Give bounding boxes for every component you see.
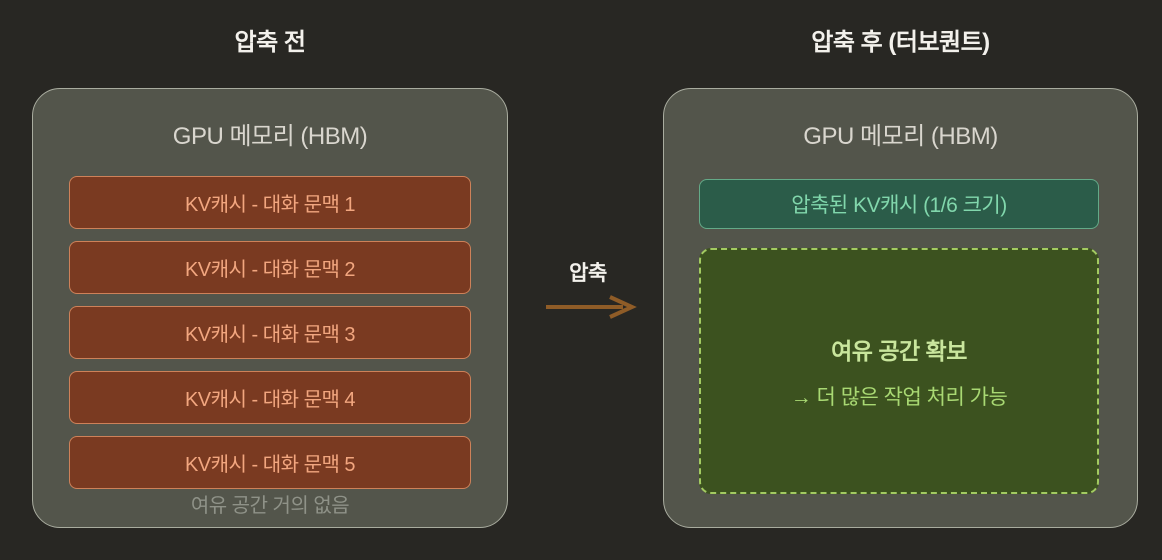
free-space-box: 여유 공간 확보 → 더 많은 작업 처리 가능 — [699, 248, 1099, 494]
kv-cache-block-4: KV캐시 - 대화 문맥 4 — [69, 371, 471, 424]
compressed-kv-cache-block: 압축된 KV캐시 (1/6 크기) — [699, 179, 1099, 229]
free-space-subtitle: → 더 많은 작업 처리 가능 — [790, 385, 1008, 409]
kv-cache-block-1: KV캐시 - 대화 문맥 1 — [69, 176, 471, 229]
gpu-memory-heading-after: GPU 메모리 (HBM) — [803, 123, 998, 150]
after-compression-title: 압축 후 (터보퀀트) — [811, 29, 990, 56]
kv-cache-block-5: KV캐시 - 대화 문맥 5 — [69, 436, 471, 489]
kv-cache-stack: KV캐시 - 대화 문맥 1 KV캐시 - 대화 문맥 2 KV캐시 - 대화 … — [69, 176, 471, 489]
compression-arrow-label: 압축 — [569, 262, 607, 285]
compression-arrow-icon — [546, 295, 637, 319]
kv-cache-block-2: KV캐시 - 대화 문맥 2 — [69, 241, 471, 294]
free-space-title: 여유 공간 확보 — [831, 337, 967, 364]
no-free-space-note: 여유 공간 거의 없음 — [190, 495, 350, 517]
gpu-memory-panel-before: GPU 메모리 (HBM) KV캐시 - 대화 문맥 1 KV캐시 - 대화 문… — [32, 88, 508, 528]
kv-cache-block-3: KV캐시 - 대화 문맥 3 — [69, 306, 471, 359]
gpu-memory-panel-after: GPU 메모리 (HBM) 압축된 KV캐시 (1/6 크기) 여유 공간 확보… — [663, 88, 1138, 528]
before-compression-title: 압축 전 — [234, 29, 306, 56]
gpu-memory-heading-before: GPU 메모리 (HBM) — [172, 123, 368, 150]
